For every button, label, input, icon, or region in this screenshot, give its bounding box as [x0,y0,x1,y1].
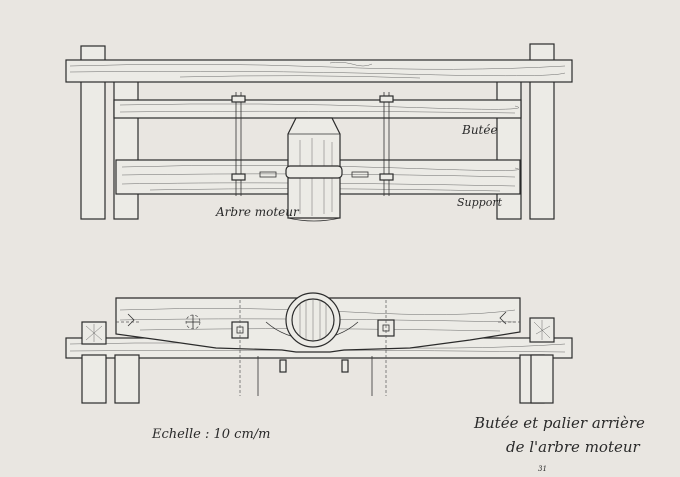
bolt-left [279,359,287,373]
nut-left-bottom [231,173,246,181]
right-leg-outer [530,354,554,404]
top-beam [65,59,573,83]
left-end-grain [85,324,103,342]
shaft-section-grain [299,299,327,341]
title-line-2: de l'arbre moteur [506,438,641,456]
sheet-number: 31 [538,465,547,473]
support-slot-right [351,171,369,178]
shaft-collar [285,165,343,179]
label-support: Support [457,196,503,209]
elevation-view [65,292,573,404]
left-leg-inner [114,354,140,404]
right-end-grain [533,320,551,340]
nut-right-bottom [379,173,394,181]
title-line-1: Butée et palier arrière [473,414,645,432]
label-arbre-moteur: Arbre moteur [215,205,300,219]
shaft-end [287,217,341,222]
left-inner-post [113,65,139,220]
plan-view [65,43,573,222]
support-slot-left [259,171,277,178]
label-butee: Butée [461,123,498,137]
left-leg-outer [81,354,107,404]
nut-left-top [231,95,246,103]
scale-note: Echelle : 10 cm/m [151,427,270,442]
nut-right-top [379,95,394,103]
top-beam-grain [69,63,566,79]
butee-beam-grain [119,103,520,114]
bolt-right [341,359,349,373]
left-notch [127,313,135,327]
top-beam-knot [329,61,373,67]
